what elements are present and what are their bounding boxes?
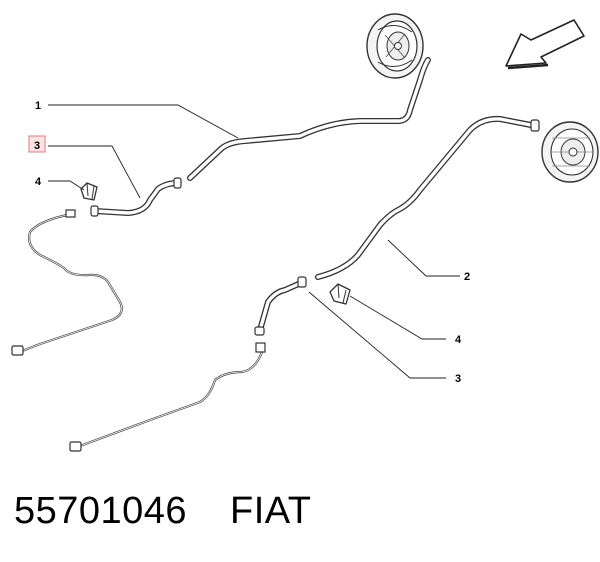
brake-drum-right-icon: [541, 121, 599, 183]
brake-drum-top-icon: [366, 13, 424, 79]
direction-arrow-icon: [505, 19, 585, 70]
callout-1: 1: [35, 100, 41, 112]
callout-3-right: 3: [455, 373, 461, 385]
leader-lines: [48, 104, 460, 379]
callout-3-highlight: [28, 135, 46, 153]
callout-3-left: 3: [34, 140, 40, 152]
pipe-clip-left-icon: [80, 182, 98, 201]
brake-pipe-3-right: [254, 276, 307, 336]
flexible-hose-right: [69, 342, 266, 452]
flexible-hose-left: [11, 209, 123, 356]
part-number: 55701046: [14, 490, 188, 532]
brake-pipe-1: [187, 57, 431, 181]
callout-4-right: 4: [455, 334, 462, 346]
brake-pipe-3-left: [90, 177, 182, 217]
brake-pipe-2: [315, 115, 540, 280]
callout-4-left: 4: [35, 176, 42, 188]
pipe-clip-right-icon: [329, 283, 351, 305]
callout-2: 2: [464, 271, 470, 283]
brand-name: FIAT: [230, 490, 312, 532]
brake-pipe-diagram: 1 3 4 2 4 3: [11, 13, 599, 452]
